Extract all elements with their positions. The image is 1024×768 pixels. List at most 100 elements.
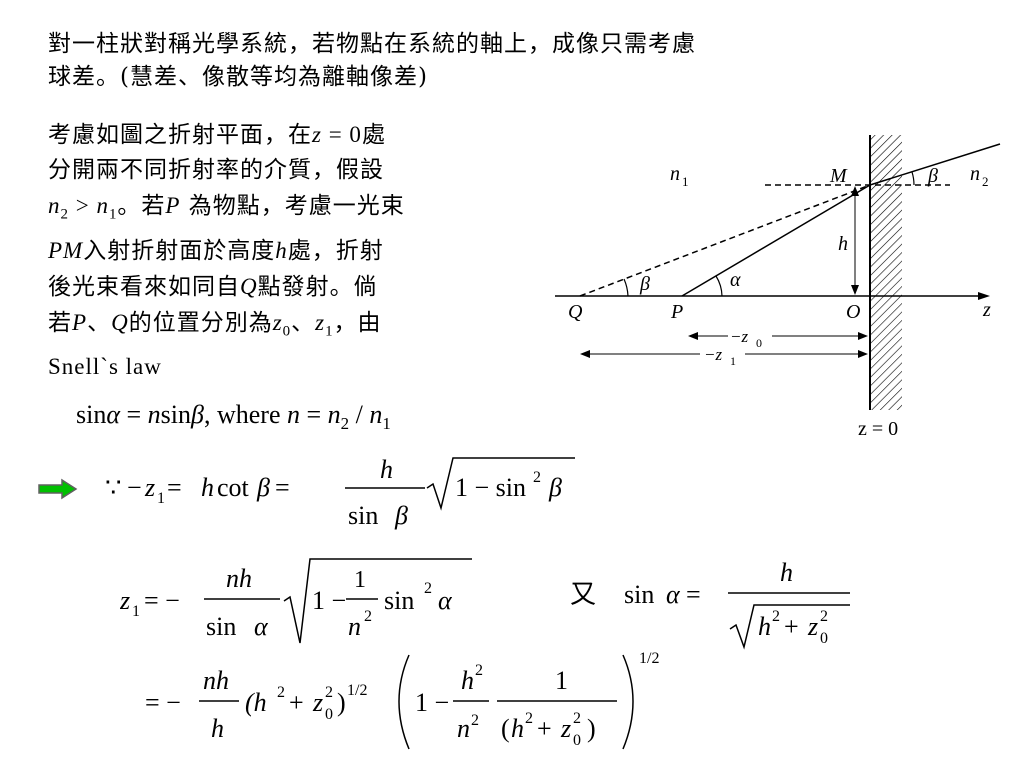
- svg-text:z: z: [144, 473, 155, 502]
- svg-text:0: 0: [756, 336, 762, 350]
- svg-text:2: 2: [277, 684, 285, 701]
- desc-line-3: n2 > n1。若P 為物點，考慮一光束: [48, 193, 405, 223]
- svg-text:1: 1: [157, 490, 165, 507]
- svg-text:cot: cot: [217, 473, 250, 502]
- svg-text:n: n: [348, 612, 361, 641]
- label-z-equals-0: z = 0: [858, 418, 898, 440]
- svg-text:sin: sin: [624, 580, 654, 609]
- refracting-surface: [870, 135, 902, 410]
- desc-line-1: 考慮如圖之折射平面，在z = 0處: [48, 122, 386, 148]
- svg-text:β: β: [256, 473, 270, 502]
- svg-text:2: 2: [772, 608, 780, 625]
- label-beta-top: β: [927, 165, 938, 187]
- svg-text:又: 又: [570, 580, 596, 609]
- snell-law-equation: sinα = nsinβ, where n = n2 / n1: [76, 400, 391, 434]
- desc-line-6: 若P、Q的位置分別為z0、z1，由: [48, 309, 382, 340]
- intro-text: 對一柱狀對稱光學系統，若物點在系統的軸上，成像只需考慮 球差。(慧差、像散等均為…: [48, 28, 696, 94]
- svg-text:): ): [337, 688, 346, 717]
- svg-text:β: β: [548, 473, 562, 502]
- svg-text:=: =: [167, 473, 182, 502]
- label-n2: n: [970, 163, 980, 185]
- svg-text:1: 1: [354, 567, 366, 593]
- svg-text:z: z: [312, 688, 323, 717]
- equation-z1-cot: ∵ − z 1 = h cot β = h sin β 1 − sin 2 β: [105, 455, 575, 530]
- svg-text:1 − sin: 1 − sin: [455, 473, 526, 502]
- desc-line-2: 分開兩不同折射率的介質，假設: [48, 157, 384, 183]
- label-minus-z0: −z: [730, 327, 748, 346]
- right-arrow-icon: [38, 478, 78, 500]
- svg-text:2: 2: [475, 662, 483, 679]
- svg-text:h: h: [211, 714, 224, 743]
- svg-text:(: (: [501, 714, 510, 743]
- desc-line-4: PM入射折射面於高度h處，折射: [48, 237, 384, 264]
- label-Q: Q: [568, 301, 583, 323]
- svg-text:+: +: [537, 714, 552, 743]
- svg-text:sin: sin: [348, 501, 378, 530]
- label-P: P: [670, 301, 683, 323]
- svg-text:nh: nh: [203, 666, 229, 695]
- label-O: O: [846, 301, 860, 323]
- label-n1: n: [670, 163, 680, 185]
- svg-text:∵: ∵: [105, 473, 122, 502]
- svg-text:z: z: [120, 586, 130, 615]
- svg-text:h: h: [780, 558, 793, 587]
- virtual-ray: [579, 184, 871, 297]
- svg-text:1 −: 1 −: [312, 586, 346, 615]
- description-text: 考慮如圖之折射平面，在z = 0處 分開兩不同折射率的介質，假設 n2 > n1…: [48, 117, 405, 384]
- svg-text:n: n: [457, 714, 470, 743]
- svg-text:α: α: [438, 586, 453, 615]
- svg-text:1: 1: [682, 174, 689, 189]
- svg-text:z: z: [560, 714, 571, 743]
- svg-text:= −: = −: [145, 688, 181, 717]
- svg-text:=: =: [686, 580, 701, 609]
- equation-z1-alpha: z 1 = − nh sin α 1 − 1 n 2 sin 2 α: [120, 558, 472, 644]
- svg-text:2: 2: [820, 608, 828, 625]
- incident-ray: [681, 184, 871, 297]
- svg-text:sin: sin: [384, 586, 414, 615]
- refraction-diagram: n 1 n 2 M β h α β Q P O z −z 0 −z 1 z = …: [555, 135, 1001, 440]
- svg-text:2: 2: [471, 712, 479, 729]
- svg-text:(h: (h: [245, 688, 267, 717]
- svg-text:): ): [587, 714, 596, 743]
- svg-text:α: α: [666, 580, 681, 609]
- svg-text:0: 0: [325, 706, 333, 723]
- svg-text:0: 0: [820, 630, 828, 647]
- intro-line-2: 球差。(慧差、像散等均為離軸像差): [48, 64, 428, 90]
- desc-line-7: Snell`s law: [48, 354, 162, 380]
- svg-text:+: +: [784, 612, 799, 641]
- svg-text:2: 2: [533, 469, 541, 486]
- svg-text:2: 2: [364, 608, 372, 625]
- svg-text:1: 1: [555, 666, 568, 695]
- svg-text:h: h: [758, 612, 771, 641]
- svg-text:h: h: [511, 714, 524, 743]
- svg-text:−: −: [127, 473, 142, 502]
- svg-text:2: 2: [982, 174, 989, 189]
- label-z-axis: z: [982, 299, 991, 321]
- svg-text:nh: nh: [226, 564, 252, 593]
- svg-text:1: 1: [132, 603, 140, 620]
- label-alpha: α: [730, 269, 741, 291]
- svg-text:h: h: [461, 666, 474, 695]
- desc-line-5: 後光束看來如同自Q點發射。倘: [48, 273, 378, 300]
- label-M: M: [829, 165, 848, 187]
- svg-text:2: 2: [424, 580, 432, 597]
- svg-text:=: =: [275, 473, 290, 502]
- equation-sin-alpha: 又 sin α = h h 2 + z 2 0: [570, 558, 850, 650]
- svg-text:h: h: [380, 455, 393, 484]
- intro-line-1: 對一柱狀對稱光學系統，若物點在系統的軸上，成像只需考慮: [48, 31, 696, 57]
- refracted-ray: [869, 143, 1001, 186]
- svg-text:z: z: [807, 612, 818, 641]
- label-minus-z1: −z: [704, 345, 722, 364]
- svg-text:sin: sin: [206, 612, 236, 641]
- svg-text:2: 2: [573, 710, 581, 727]
- svg-text:1: 1: [730, 354, 736, 368]
- svg-text:1 −: 1 −: [415, 688, 449, 717]
- svg-text:+: +: [289, 688, 304, 717]
- svg-text:0: 0: [573, 732, 581, 749]
- svg-text:1/2: 1/2: [347, 682, 367, 699]
- svg-text:= −: = −: [144, 586, 180, 615]
- svg-text:2: 2: [525, 710, 533, 727]
- svg-text:1/2: 1/2: [639, 650, 659, 667]
- svg-text:α: α: [254, 612, 269, 641]
- label-beta-bottom: β: [639, 273, 650, 295]
